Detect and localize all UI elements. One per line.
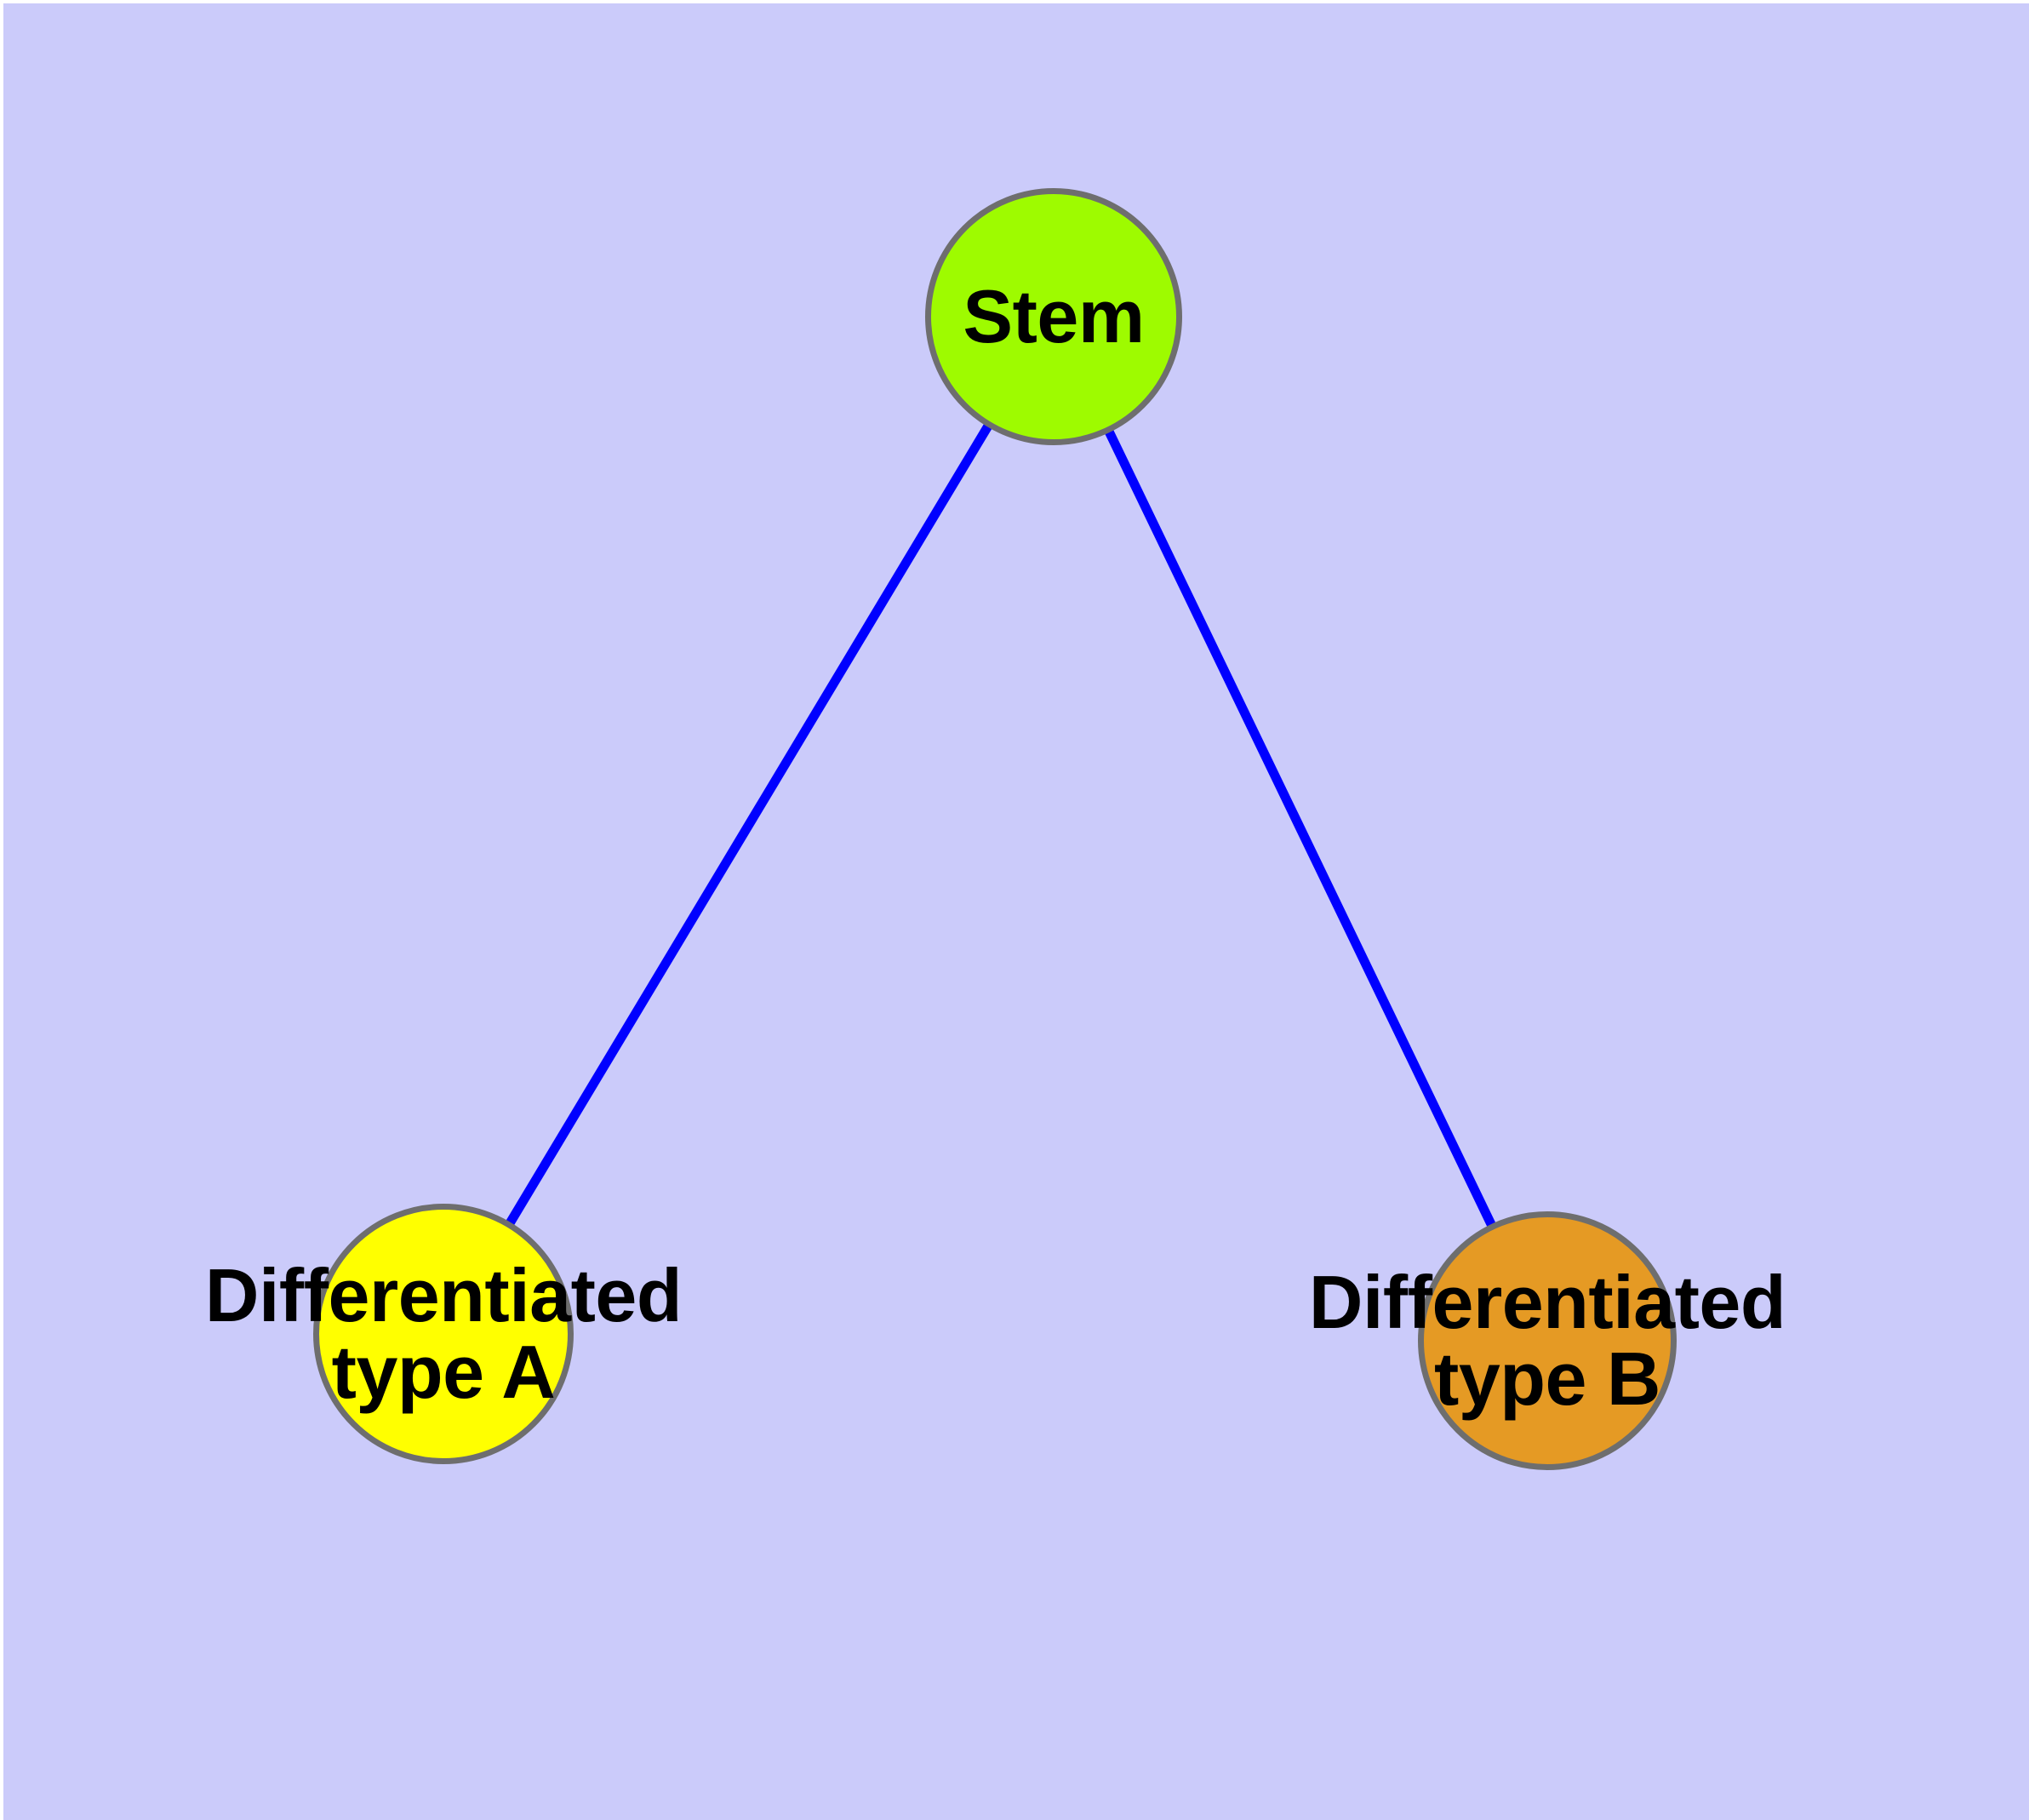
node-layer: Stem Differentiated type A Differentiate… <box>3 3 2029 1820</box>
node-circle-stem[interactable] <box>925 188 1182 445</box>
edge-layer <box>439 314 1552 1343</box>
node-circle-differentiated-type-b[interactable] <box>1418 1211 1677 1470</box>
graph-plane: Stem Differentiated type A Differentiate… <box>3 3 2029 1820</box>
edge-stem-to-diff-b[interactable] <box>1049 314 1552 1343</box>
edge-stem-to-diff-a[interactable] <box>439 314 1058 1336</box>
node-circle-differentiated-type-a[interactable] <box>313 1204 574 1464</box>
